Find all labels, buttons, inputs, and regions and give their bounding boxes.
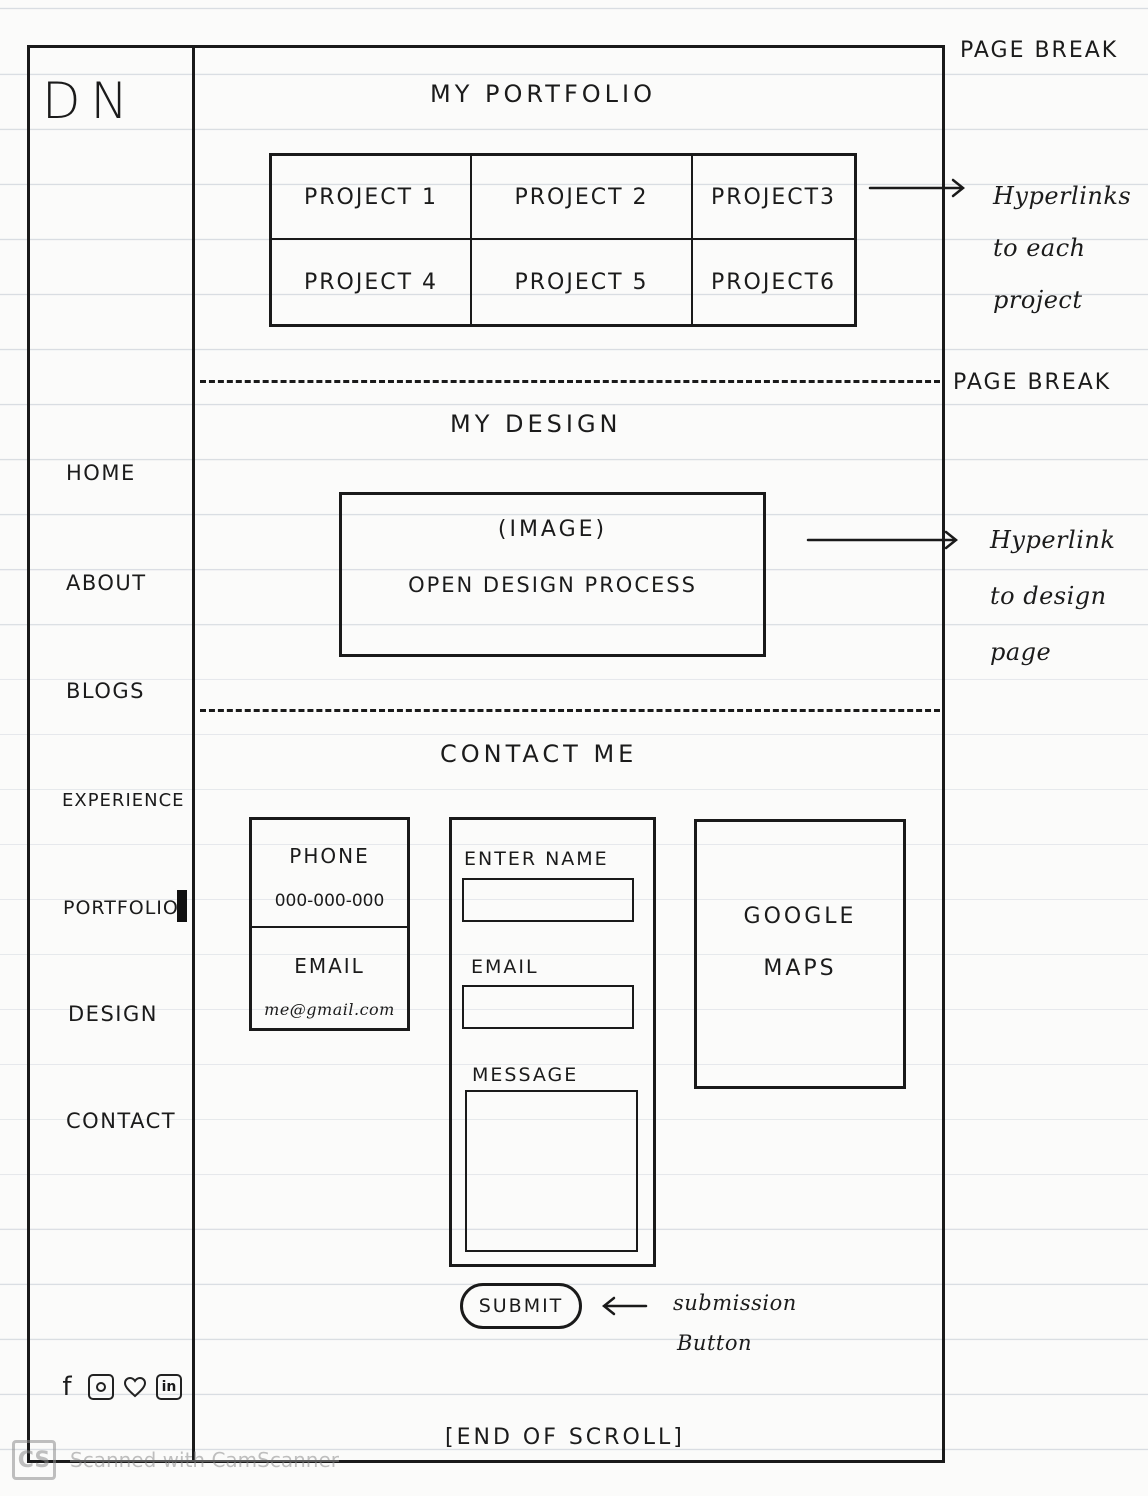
project-link-4[interactable]: PROJECT 4 <box>272 240 472 324</box>
design-arrow-head <box>944 530 959 550</box>
design-annotation: Hyperlink to design page <box>990 512 1115 680</box>
message-textarea[interactable] <box>465 1090 638 1252</box>
contact-title: CONTACT ME <box>440 740 638 768</box>
open-design-process-label: OPEN DESIGN PROCESS <box>408 573 697 597</box>
contact-form: ENTER NAME EMAIL MESSAGE <box>449 817 656 1267</box>
sidebar-item-blogs[interactable]: BLOGS <box>66 679 145 703</box>
design-image-placeholder: (IMAGE) <box>497 517 608 542</box>
submit-button[interactable]: SUBMIT <box>460 1283 582 1329</box>
scanner-watermark: CS Scanned with CamScanner <box>12 1440 339 1480</box>
sidebar-item-experience[interactable]: EXPERIENCE <box>62 790 185 811</box>
instagram-icon[interactable] <box>88 1374 114 1400</box>
email-field-label: EMAIL <box>471 956 539 978</box>
email-label: EMAIL <box>294 954 365 978</box>
phone-value: 000-000-000 <box>274 891 385 911</box>
linkedin-icon[interactable]: in <box>156 1374 182 1400</box>
email-input[interactable] <box>462 985 634 1029</box>
submit-arrow-head <box>601 1296 616 1316</box>
sidebar-item-about[interactable]: ABOUT <box>66 571 147 595</box>
google-maps-embed[interactable]: GOOGLE MAPS <box>694 819 906 1089</box>
projects-arrow-head <box>951 178 966 198</box>
projects-note-line2: to each <box>993 234 1086 262</box>
sidebar-divider <box>192 45 195 1463</box>
facebook-icon[interactable]: f <box>62 1372 72 1402</box>
project-link-2[interactable]: PROJECT 2 <box>472 156 693 240</box>
social-links: f in <box>54 1372 182 1402</box>
project-link-3[interactable]: PROJECT3 <box>693 156 854 240</box>
message-field-label: MESSAGE <box>472 1064 579 1086</box>
contact-info-card: PHONE 000-000-000 EMAIL me@gmail.com <box>249 817 410 1031</box>
wireframe-frame <box>27 45 945 1463</box>
design-note-line2: to design <box>990 582 1107 610</box>
phone-label: PHONE <box>289 844 370 868</box>
portfolio-title: MY PORTFOLIO <box>430 80 656 108</box>
design-title: MY DESIGN <box>450 410 622 438</box>
sidebar-item-portfolio[interactable]: PORTFOLIO <box>63 897 179 919</box>
watermark-text: Scanned with CamScanner <box>70 1448 339 1472</box>
end-of-scroll-label: [END OF SCROLL] <box>445 1425 685 1450</box>
projects-note-line1: Hyperlinks <box>993 182 1132 210</box>
project-link-1[interactable]: PROJECT 1 <box>272 156 472 240</box>
sidebar-item-contact[interactable]: CONTACT <box>66 1109 177 1133</box>
page-break-note-middle: PAGE BREAK <box>953 370 1112 395</box>
projects-annotation: Hyperlinks to each project <box>993 170 1131 326</box>
name-input[interactable] <box>462 878 634 922</box>
projects-note-line3: project <box>993 286 1083 314</box>
name-field-label: ENTER NAME <box>464 848 609 870</box>
design-note-line3: page <box>990 638 1052 666</box>
project-link-5[interactable]: PROJECT 5 <box>472 240 693 324</box>
page-break-line-1 <box>200 380 940 383</box>
sidebar-item-home[interactable]: HOME <box>66 461 136 485</box>
active-nav-marker <box>177 890 187 922</box>
design-preview-link[interactable]: (IMAGE) OPEN DESIGN PROCESS <box>339 492 766 657</box>
design-note-line1: Hyperlink <box>990 526 1116 554</box>
submit-note-line1: submission <box>673 1291 797 1315</box>
site-logo[interactable]: DN <box>42 72 138 130</box>
camscanner-logo: CS <box>12 1440 56 1480</box>
page-break-line-2 <box>200 709 940 712</box>
submit-annotation: submission Button <box>673 1283 797 1363</box>
maps-label-line1: GOOGLE <box>743 904 857 929</box>
project-link-6[interactable]: PROJECT6 <box>710 269 837 295</box>
email-value[interactable]: me@gmail.com <box>264 1000 395 1019</box>
info-divider <box>252 926 407 928</box>
maps-label-line2: MAPS <box>763 956 837 981</box>
project-grid: PROJECT 1 PROJECT 2 PROJECT3 PROJECT 4 P… <box>269 153 857 327</box>
heart-icon[interactable] <box>122 1374 148 1400</box>
submit-note-line2: Button <box>677 1331 753 1355</box>
sidebar-item-design[interactable]: DESIGN <box>68 1002 158 1026</box>
page-break-note-top: PAGE BREAK <box>960 38 1119 63</box>
